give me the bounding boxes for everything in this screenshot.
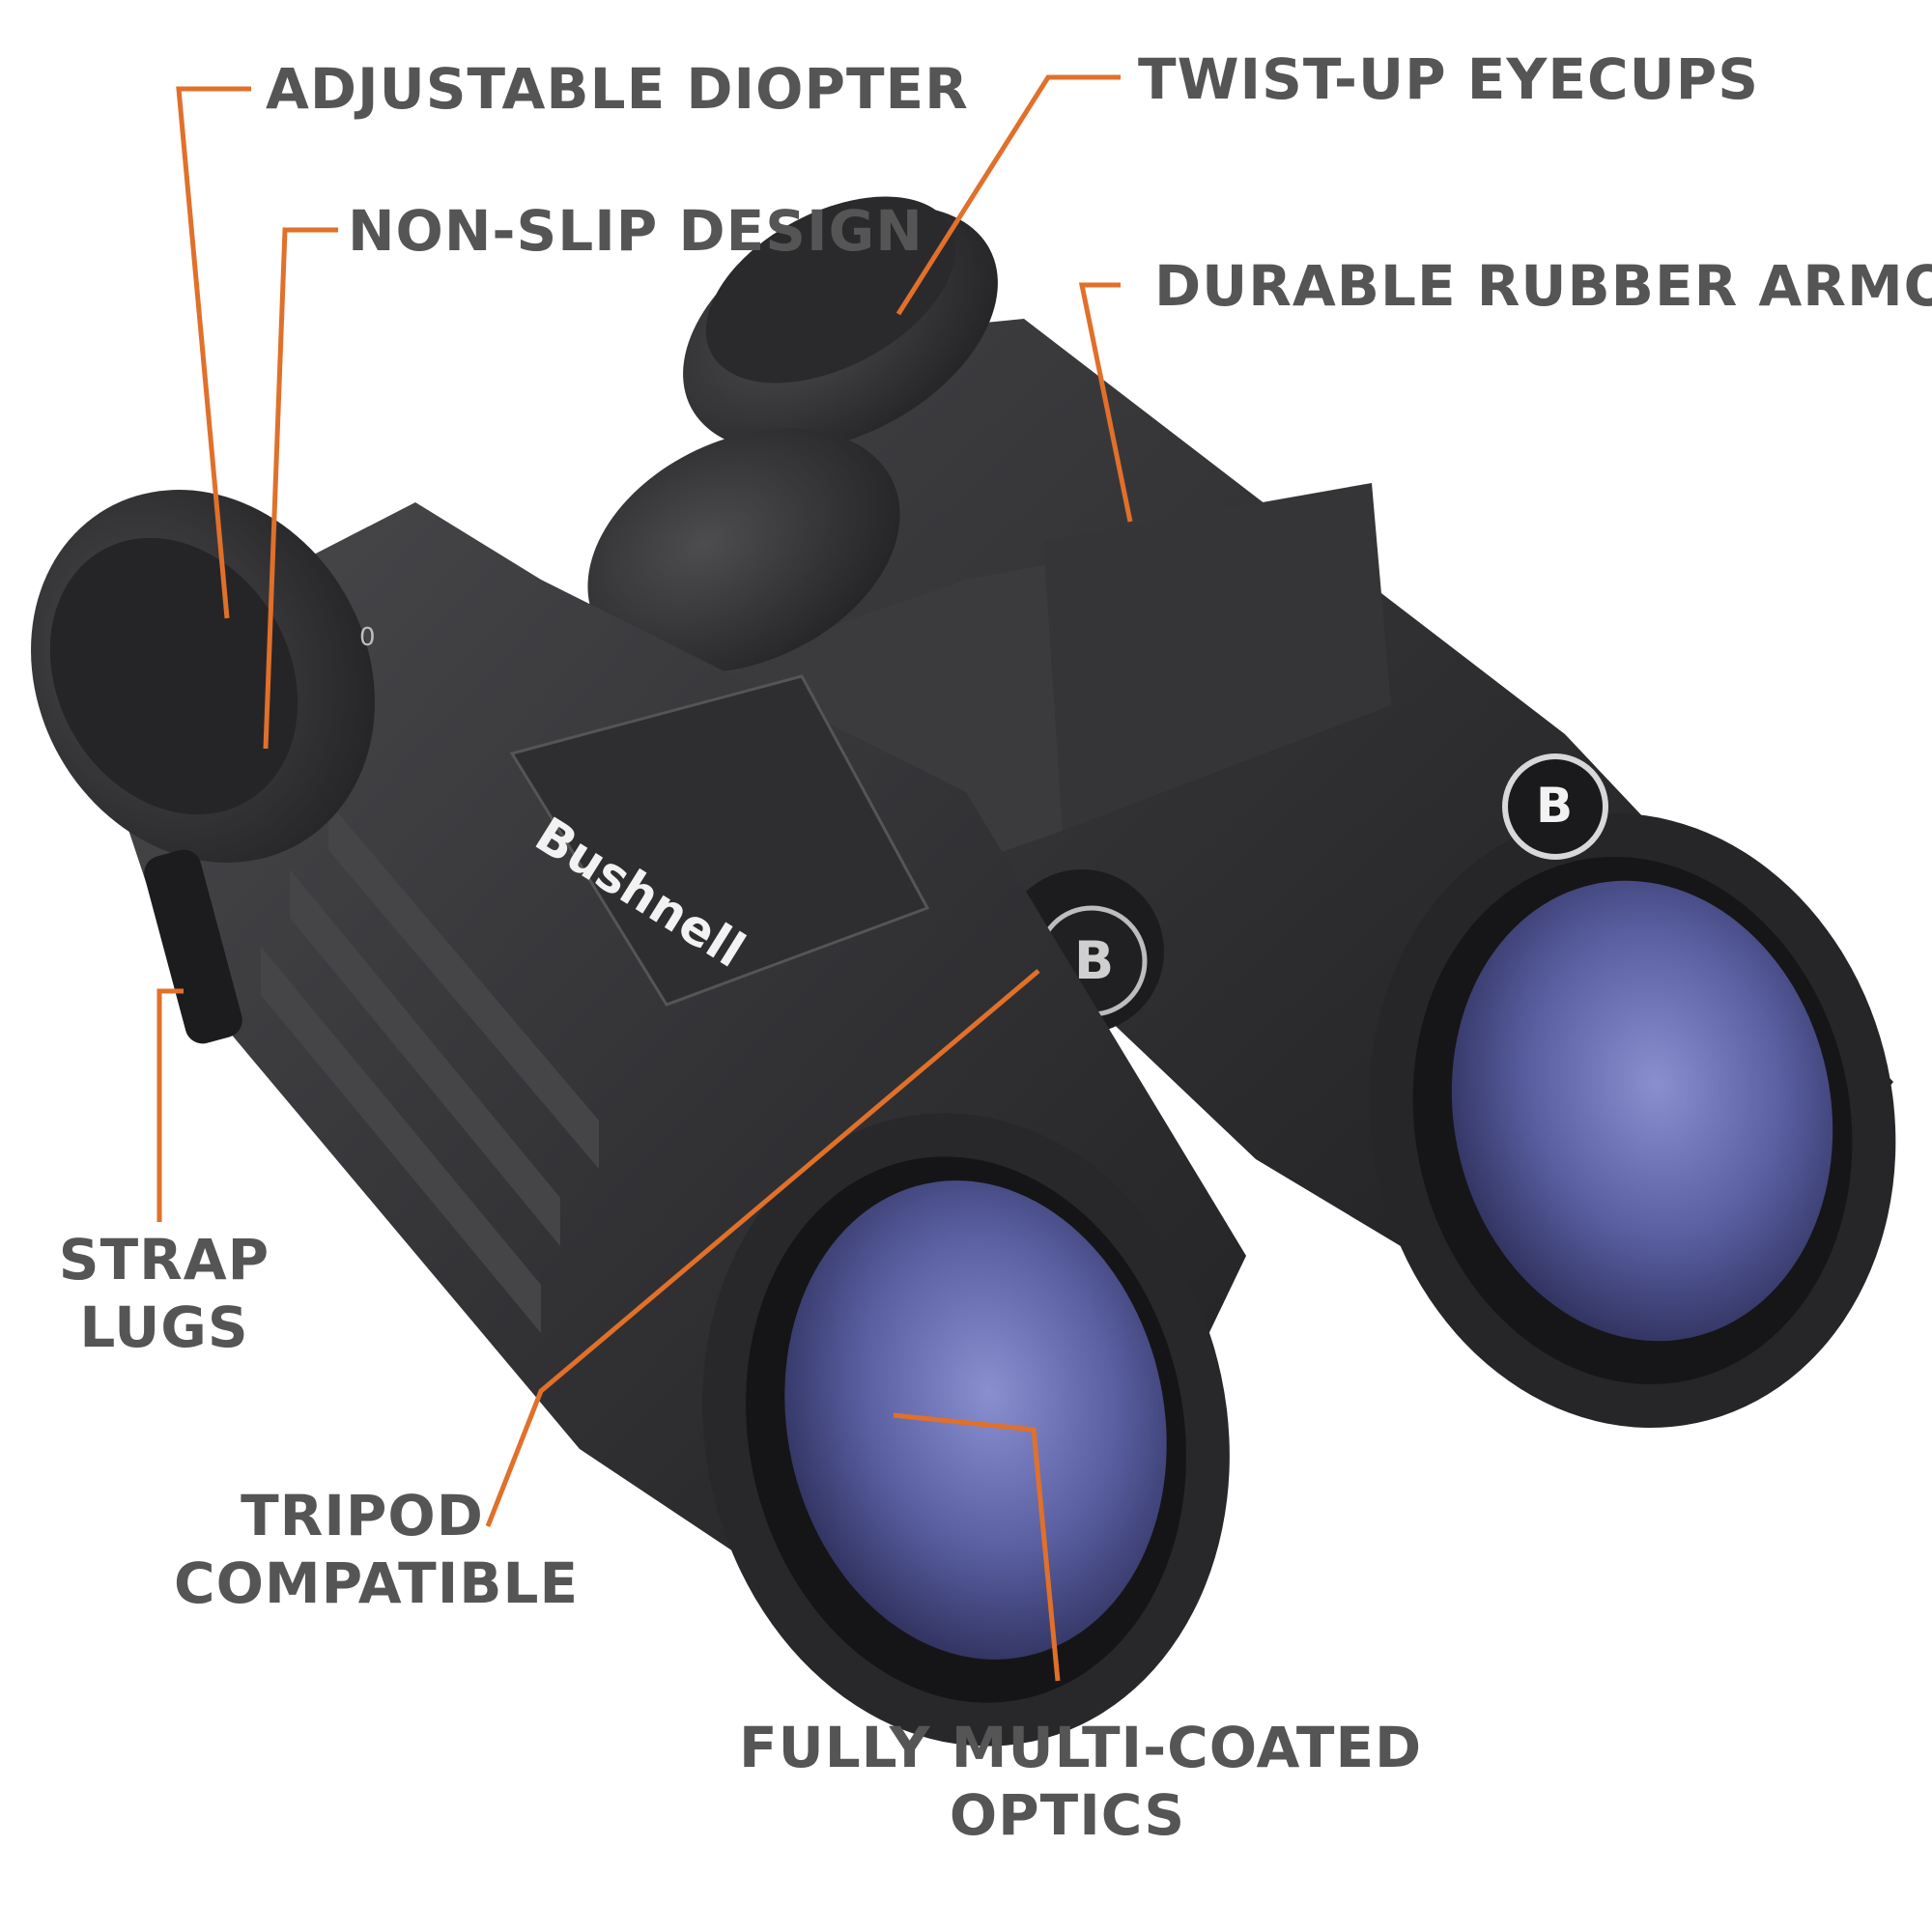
label-twist-up-eyecups: TWIST-UP EYECUPS: [1138, 46, 1759, 112]
callout-line-diopter: [176, 86, 251, 619]
callout-line-strap: [156, 988, 184, 1222]
diopter-mark: 0: [359, 623, 376, 652]
brand-badge-icon: [1502, 753, 1608, 860]
focus-badge-letter: B: [1074, 930, 1115, 991]
right-objective-lens: [1451, 880, 1833, 1342]
label-strap-lugs: STRAP LUGS: [58, 1227, 270, 1360]
label-fully-multi-coated-optics: FULLY MULTI-COATED OPTICS: [739, 1715, 1423, 1848]
callout-line-tripod: [485, 969, 1040, 1527]
strap-lug: [144, 849, 242, 1044]
callout-line-rubber: [1078, 282, 1133, 523]
brand-badge-letter: B: [1536, 778, 1574, 834]
left-objective-lens: [784, 1180, 1167, 1660]
callout-line-non-slip: [263, 227, 338, 750]
callout-line-optics: [893, 1412, 1061, 1682]
label-adjustable-diopter: ADJUSTABLE DIOPTER: [266, 56, 969, 122]
label-non-slip-design: NON-SLIP DESIGN: [348, 198, 923, 264]
callout-lines: [156, 74, 1133, 1682]
left-barrel: [31, 490, 1246, 1747]
label-durable-rubber-armor: DURABLE RUBBER ARMOR: [1154, 253, 1932, 319]
callout-line-eyecups: [895, 74, 1121, 316]
label-tripod-compatible: TRIPOD COMPATIBLE: [174, 1483, 580, 1616]
